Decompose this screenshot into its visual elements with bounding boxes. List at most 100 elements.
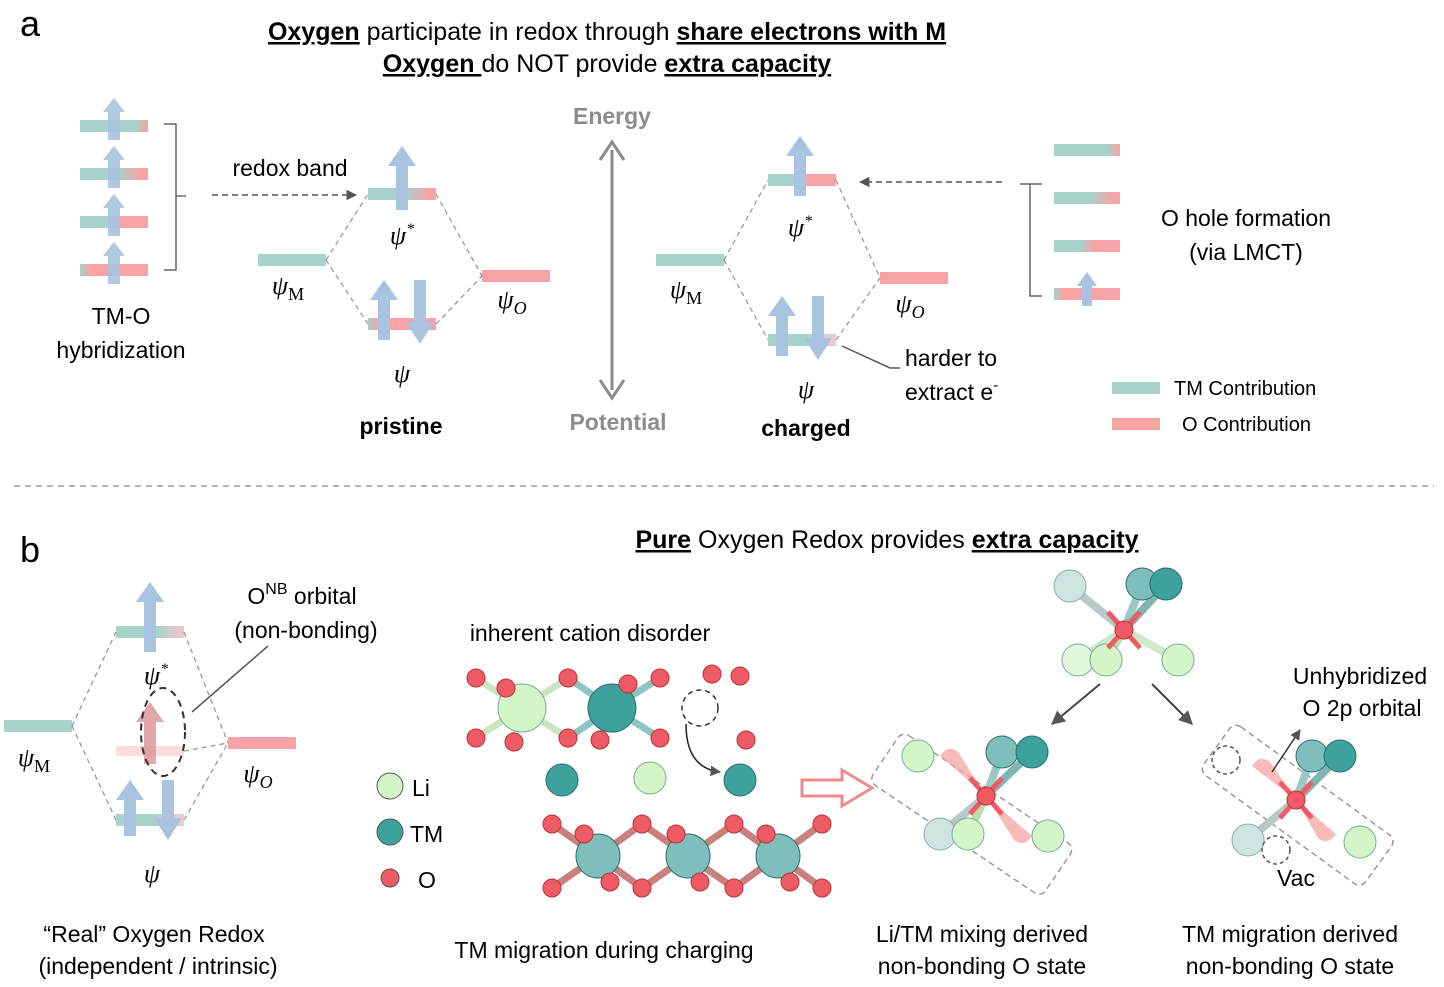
o-hole-label-1: O hole formation bbox=[1161, 205, 1331, 231]
real-redox-label-1: “Real” Oxygen Redox bbox=[43, 921, 265, 947]
li-atom bbox=[1061, 643, 1095, 677]
li-atom bbox=[1343, 825, 1377, 859]
tm-atom bbox=[665, 833, 711, 879]
tm-atom bbox=[587, 683, 637, 733]
tm-atom bbox=[1295, 739, 1329, 773]
o-atom bbox=[976, 786, 996, 806]
tm-atom bbox=[723, 763, 757, 797]
vacancy-circle bbox=[1261, 835, 1291, 865]
o-atom bbox=[1114, 620, 1134, 640]
mixing-octahedron bbox=[871, 733, 1073, 895]
psi-m-label: ψM bbox=[670, 275, 702, 308]
down-arrow-icon bbox=[154, 780, 182, 840]
tm-atom bbox=[1053, 569, 1087, 603]
panel-b-heading: Pure Oxygen Redox provides extra capacit… bbox=[635, 526, 1138, 554]
tm-atom bbox=[1323, 739, 1357, 773]
level-1 bbox=[1054, 144, 1120, 156]
o-hole-stack bbox=[1020, 144, 1120, 306]
tm-swatch bbox=[1112, 382, 1160, 394]
heading-mid-b: Oxygen Redox provides bbox=[691, 526, 972, 554]
heading-mid-2: do NOT provide bbox=[481, 50, 664, 78]
bracket bbox=[164, 123, 177, 271]
li-atom bbox=[1161, 643, 1195, 677]
heading-extra-b: extra capacity bbox=[972, 526, 1139, 554]
bracket bbox=[1029, 183, 1042, 297]
pristine-mo-diagram bbox=[258, 146, 550, 344]
o-legend-label: O bbox=[418, 867, 436, 893]
psi-label: ψ bbox=[798, 375, 815, 404]
li-atom bbox=[1031, 819, 1065, 853]
migration-label-1: TM migration derived bbox=[1182, 921, 1398, 947]
energy-axis-arrow bbox=[598, 139, 626, 401]
tm-atom bbox=[575, 833, 621, 879]
real-redox-label-2: (independent / intrinsic) bbox=[38, 953, 277, 979]
contribution-legend: TM Contribution O Contribution bbox=[1112, 378, 1316, 436]
li-atom bbox=[633, 761, 667, 795]
unhybrid-label-1: Unhybridized bbox=[1293, 663, 1427, 689]
migration-octahedron bbox=[1201, 724, 1394, 886]
tm-atom bbox=[755, 833, 801, 879]
tm-legend-label: TM bbox=[410, 821, 443, 847]
down-arrow-icon bbox=[804, 296, 832, 360]
vac-label: Vac bbox=[1277, 865, 1315, 891]
down-arrow-icon bbox=[406, 280, 434, 344]
psi-o-label: ψO bbox=[243, 759, 272, 792]
psi-label: ψ bbox=[144, 859, 161, 888]
up-arrow-icon bbox=[768, 296, 796, 356]
up-arrow-icon bbox=[116, 780, 144, 836]
tm-atom bbox=[923, 817, 957, 851]
heading-pure: Pure bbox=[635, 526, 691, 554]
orbital-pointer-arrow bbox=[1271, 729, 1301, 773]
psi-o-level bbox=[880, 272, 948, 284]
onb-label-1: ONB orbital bbox=[247, 581, 356, 609]
psi-o-level bbox=[228, 737, 296, 749]
psi-label: ψ bbox=[394, 359, 411, 388]
onb-ellipse bbox=[140, 687, 186, 777]
tm-atom bbox=[985, 735, 1019, 769]
li-atom bbox=[951, 817, 985, 851]
unhybrid-label-2: O 2p orbital bbox=[1303, 695, 1422, 721]
charged-label: charged bbox=[761, 415, 850, 441]
tm-atom bbox=[1015, 735, 1049, 769]
hybrid-label-1: TM-O bbox=[92, 303, 151, 329]
psi-star-label: ψ* bbox=[788, 213, 812, 242]
li-atom-icon bbox=[376, 772, 404, 800]
psi-o-label: ψO bbox=[895, 289, 924, 322]
up-arrow-icon bbox=[370, 280, 398, 340]
heading-share: share electrons with M bbox=[677, 18, 947, 46]
top-octahedron bbox=[1053, 567, 1195, 677]
heading-oxygen-2: Oxygen bbox=[383, 50, 482, 78]
li-atom bbox=[901, 739, 935, 773]
psi-m-level bbox=[656, 254, 724, 266]
harder-label-1: harder to bbox=[905, 345, 997, 371]
heading-mid: participate in redox through bbox=[360, 18, 677, 46]
up-arrow-icon bbox=[786, 136, 814, 196]
transform-arrow-icon bbox=[800, 767, 875, 809]
disordered-layer bbox=[466, 664, 756, 777]
onb-label-2: (non-bonding) bbox=[234, 617, 377, 643]
level-3 bbox=[1054, 240, 1120, 252]
branch-arrow-right bbox=[1151, 683, 1193, 725]
vacancy-circle bbox=[681, 689, 719, 727]
up-arrow-icon bbox=[103, 242, 125, 284]
psi-o-label: ψO bbox=[497, 285, 526, 318]
o-legend-label: O Contribution bbox=[1182, 414, 1311, 436]
o-swatch bbox=[1112, 418, 1160, 430]
pristine-label: pristine bbox=[359, 413, 442, 439]
heading-oxygen: Oxygen bbox=[268, 18, 360, 46]
pointer-line bbox=[841, 345, 900, 369]
psi-m-label: ψM bbox=[18, 743, 50, 776]
charged-mo-diagram bbox=[656, 136, 948, 360]
atom-legend: Li TM O bbox=[376, 772, 443, 893]
psi-o-level bbox=[482, 270, 550, 282]
psi-star-label: ψ* bbox=[390, 221, 414, 250]
up-arrow-icon bbox=[103, 146, 125, 188]
up-arrow-icon bbox=[103, 98, 125, 140]
psi-m-level bbox=[4, 720, 72, 732]
tm-atom-icon bbox=[376, 818, 404, 846]
hybridization-stack bbox=[80, 98, 186, 284]
panel-a-heading-line1: Oxygen participate in redox through shar… bbox=[268, 18, 946, 46]
tm-atom bbox=[545, 763, 579, 797]
redox-band-label: redox band bbox=[232, 155, 347, 181]
